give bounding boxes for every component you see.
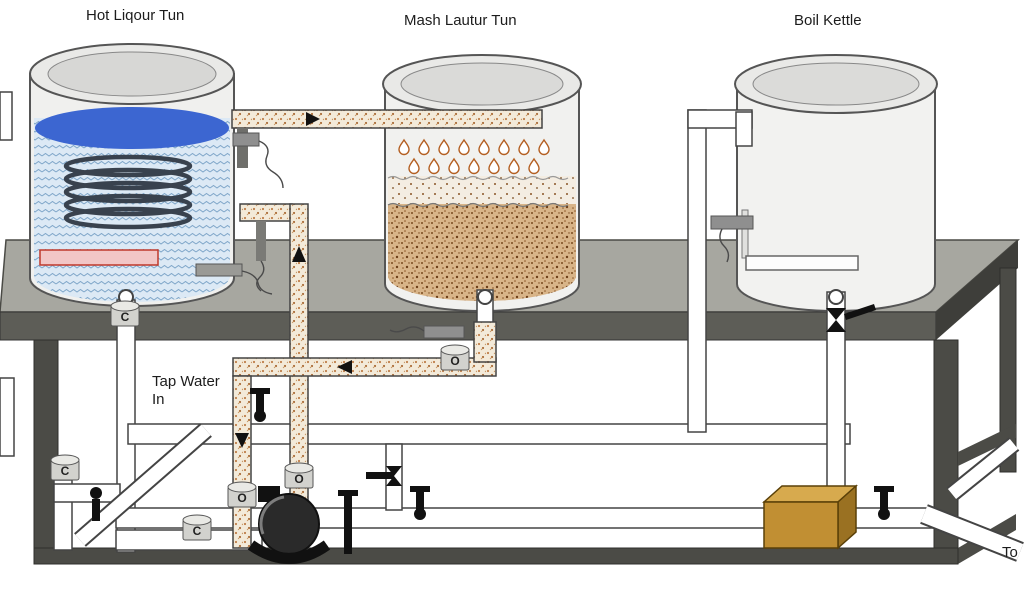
recirc-pump xyxy=(247,486,331,564)
outlet-label: To xyxy=(1002,544,1018,561)
hot-liquor-tun xyxy=(29,43,235,307)
bk-feed-stub xyxy=(735,111,753,147)
tap-water-label-line2: In xyxy=(152,391,165,408)
herms-elbow-fitting xyxy=(256,221,266,261)
hlt-to-mlt-transfer-pipe xyxy=(231,109,543,129)
valve-indicators: C C C O O O xyxy=(50,300,470,541)
indicator-letter: O xyxy=(294,472,303,486)
mlt-wavy-line-mid xyxy=(387,202,569,208)
frame-rear-leg xyxy=(999,267,1017,473)
bk-drain-bowtie-bottom xyxy=(826,320,846,332)
cold-inlet-valve-stem xyxy=(92,499,100,521)
hlt-top-probe xyxy=(232,132,260,147)
mlt-wavy-line-top xyxy=(387,175,569,181)
pump-housing-highlight xyxy=(259,495,285,535)
herms-return-elbow xyxy=(239,203,293,222)
bk-probe-wire xyxy=(719,228,730,263)
transfer-pump xyxy=(762,484,858,550)
indicator-pump-inlet: O xyxy=(227,481,257,508)
pump-outlet-curve xyxy=(247,540,331,564)
mlt-probe xyxy=(423,325,465,339)
mlt-rim-inner xyxy=(400,62,564,106)
indicator-letter: C xyxy=(121,310,130,324)
bk-element xyxy=(745,255,859,271)
indicator-mash-return: O xyxy=(440,344,470,371)
frame-side-rail-mid xyxy=(958,424,1016,466)
heating-element xyxy=(39,249,159,266)
tap-water-label-line1: Tap Water xyxy=(152,373,220,390)
indicator-letter: C xyxy=(193,524,202,538)
arrow-left-icon xyxy=(337,360,352,374)
boil-kettle xyxy=(734,54,938,312)
herms-coil xyxy=(63,154,193,230)
hlt-water-surface xyxy=(35,107,229,149)
tap-water-pipe xyxy=(75,424,211,546)
valves xyxy=(90,304,894,554)
indicator-hlt-drain: C xyxy=(110,300,140,327)
bottom-valve-b-stem xyxy=(416,490,424,516)
mash-lauter-tun xyxy=(382,54,582,312)
herms-fitting-wire xyxy=(256,260,265,292)
drain-out-valve-stem xyxy=(880,490,888,516)
recirc-down-pipe xyxy=(232,375,252,549)
fittings-and-probes xyxy=(195,128,754,339)
mlt-drain-ball xyxy=(477,289,493,305)
drain-out-pipe xyxy=(920,506,1024,560)
bottom-valve-a-cap xyxy=(338,490,358,496)
table-side-face xyxy=(936,240,1018,340)
mlt-probe-wire xyxy=(389,326,425,333)
recirc-horizontal-pipe xyxy=(232,357,497,377)
bk-feed-riser xyxy=(687,109,707,433)
pump-housing xyxy=(258,493,320,555)
bk-drain-ball xyxy=(828,289,844,305)
hlt-top-probe-wire xyxy=(258,140,284,189)
bk-body xyxy=(736,83,936,312)
arrow-right-icon xyxy=(306,112,320,126)
frame-brace-right xyxy=(947,438,1019,500)
bottom-valve-b-cap xyxy=(410,486,430,492)
indicator-letter: O xyxy=(237,491,246,505)
flow-arrows xyxy=(235,112,352,448)
connector-bowtie-valve-top xyxy=(386,466,402,476)
indicator-letter: O xyxy=(450,354,459,368)
drain-out-valve-cap xyxy=(874,486,894,492)
cold-inlet-horizontal xyxy=(53,483,121,503)
mlt-grain-bottom xyxy=(388,251,576,301)
table-front-edge xyxy=(0,311,937,341)
left-edge-pipe-upper xyxy=(0,91,13,141)
connector-bowtie-valve-bottom xyxy=(386,476,402,486)
bk-dip-tube xyxy=(741,209,749,259)
indicator-cold-inlet: C xyxy=(50,454,80,481)
arrow-up-icon xyxy=(292,246,306,262)
indicator-pump-feed: C xyxy=(182,514,212,541)
mid-pipe-valve-cap xyxy=(250,388,270,394)
hlt-label: Hot Liqour Tun xyxy=(86,7,184,24)
bk-drain-valve-handle xyxy=(844,304,876,320)
bk-probe xyxy=(710,215,754,230)
transfer-pipe-fitting xyxy=(237,128,248,168)
bk-drain-bowtie-top xyxy=(826,308,846,320)
mlt-label: Mash Lautur Tun xyxy=(404,12,517,29)
mlt-drain-elbow xyxy=(473,321,497,363)
bottom-valve-a-stem xyxy=(344,494,352,554)
connector-valve-handle xyxy=(366,472,394,479)
indicator-letter: C xyxy=(61,464,70,478)
cold-inlet-ball-valve xyxy=(90,487,102,499)
mid-pipe-valve-stem xyxy=(256,392,264,418)
bk-label: Boil Kettle xyxy=(794,12,862,29)
left-edge-pipe-lower xyxy=(0,377,15,457)
transfer-pump-front xyxy=(763,501,839,549)
indicator-pump-outlet: O xyxy=(284,462,314,489)
hlt-bottom-probe xyxy=(195,263,243,277)
hlt-bottom-probe-wire xyxy=(241,270,273,295)
bk-rim-inner xyxy=(752,62,920,106)
hlt-rim-inner xyxy=(47,51,217,97)
arrow-down-icon xyxy=(235,433,249,448)
mlt-sparse-band xyxy=(388,176,576,206)
